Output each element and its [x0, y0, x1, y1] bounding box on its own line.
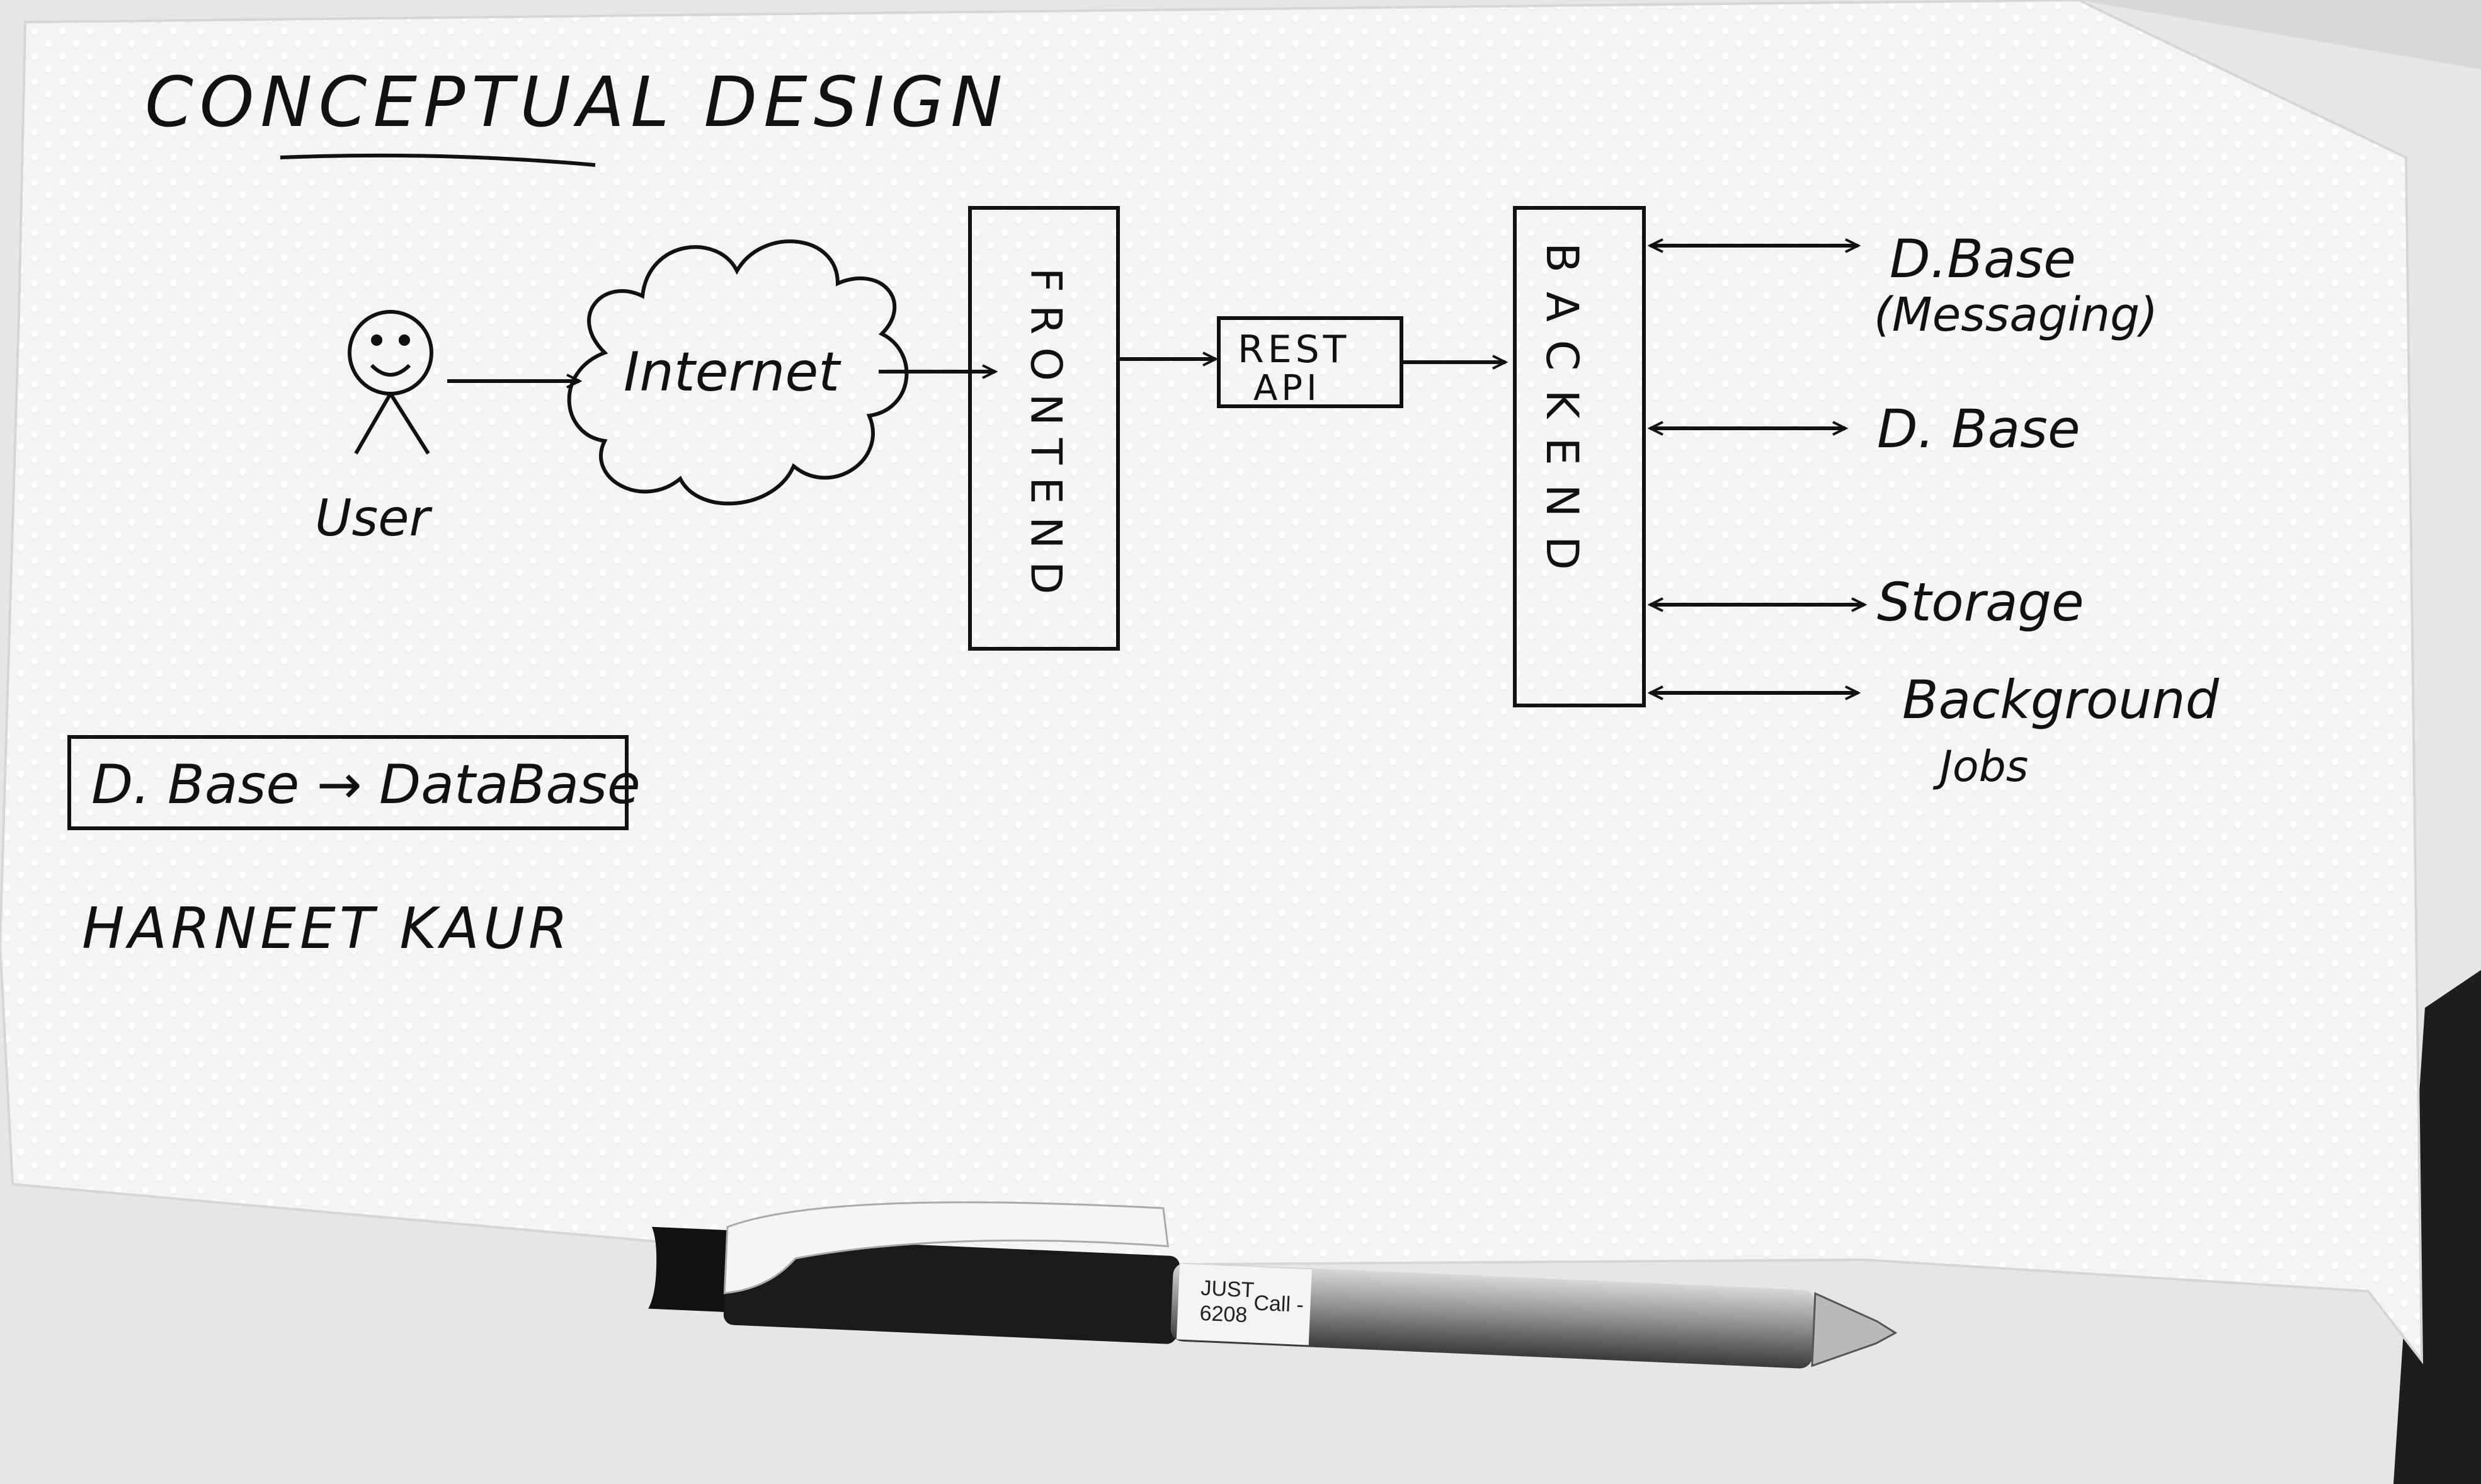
user-figure — [348, 310, 433, 455]
frontend-box — [968, 206, 1120, 651]
storage-label: Storage — [1877, 571, 2084, 633]
paper-sheet — [0, 0, 2424, 1364]
pen-tip — [1811, 1292, 1898, 1367]
title-underline — [280, 153, 596, 167]
pen-grip — [723, 1236, 1180, 1344]
pen-clip — [723, 1201, 1169, 1294]
internet-cloud — [567, 239, 909, 506]
desk-edge-top — [2079, 0, 2481, 69]
legend-text: D. Base → DataBase — [91, 753, 641, 816]
pen-cap-top — [648, 1226, 746, 1313]
pen-barrel — [1170, 1262, 1815, 1369]
internet-label: Internet — [624, 341, 841, 404]
pen-label-text-2: 6208 — [1199, 1301, 1248, 1327]
db-label: D. Base — [1877, 398, 2080, 460]
pen-label-text-1: JUST — [1201, 1276, 1255, 1303]
pen-label — [1176, 1264, 1312, 1345]
page-title: CONCEPTUAL DESIGN — [145, 62, 1009, 142]
rest-api-label-line2: API — [1253, 368, 1321, 409]
backend-box — [1513, 206, 1646, 707]
frontend-label: FRONTEND — [1021, 268, 1071, 607]
background-jobs-label-line1: Background — [1902, 669, 2220, 731]
background-jobs-label-line2: Jobs — [1932, 742, 2028, 792]
backend-label: BACKEND — [1536, 243, 1588, 589]
rest-api-label-line1: REST — [1238, 328, 1350, 372]
legend-box — [67, 735, 629, 830]
user-label: User — [315, 489, 433, 547]
author-name: HARNEET KAUR — [82, 896, 571, 962]
db-messaging-label-line1: D.Base — [1890, 228, 2076, 290]
pen: JUST 6208 Call - — [648, 1201, 1898, 1369]
db-messaging-label-line2: (Messaging) — [1874, 288, 2158, 342]
pen-label-text-3: Call - — [1253, 1291, 1304, 1317]
dark-object-right — [2393, 970, 2481, 1484]
